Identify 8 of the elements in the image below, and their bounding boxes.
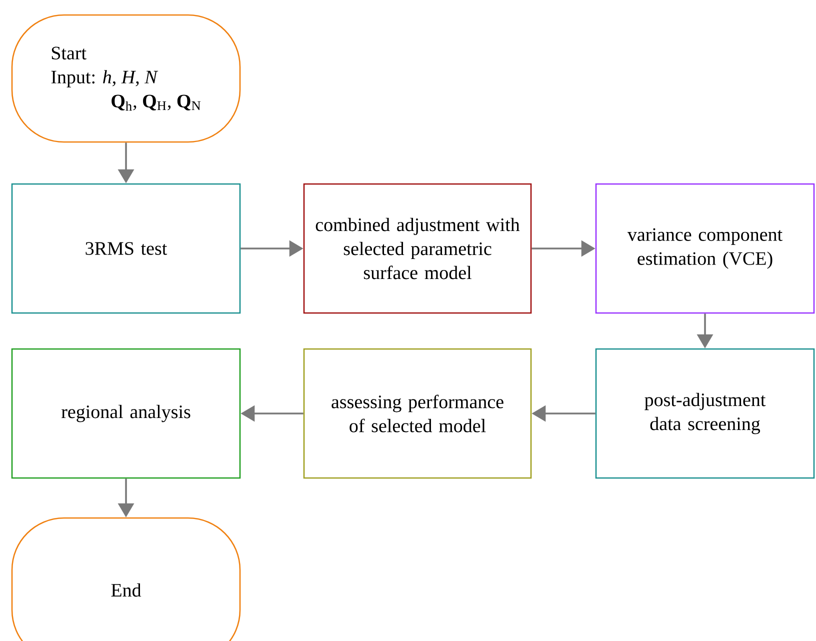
process-box: post-adjustment data screening bbox=[595, 348, 815, 479]
process-box: regional analysis bbox=[11, 348, 241, 479]
terminal-box: Start Input: h, H, N Q$_{h}$, Q$_{H}$, Q$_{N}$ bbox=[11, 14, 241, 143]
process-box: assessing performance of selected model bbox=[303, 348, 532, 479]
process-box: 3RMS test bbox=[11, 183, 241, 314]
terminal-box: End bbox=[11, 517, 241, 641]
process-box: variance component estimation (VCE) bbox=[595, 183, 815, 314]
process-box: combined adjustment with selected parametric surface model bbox=[303, 183, 532, 314]
